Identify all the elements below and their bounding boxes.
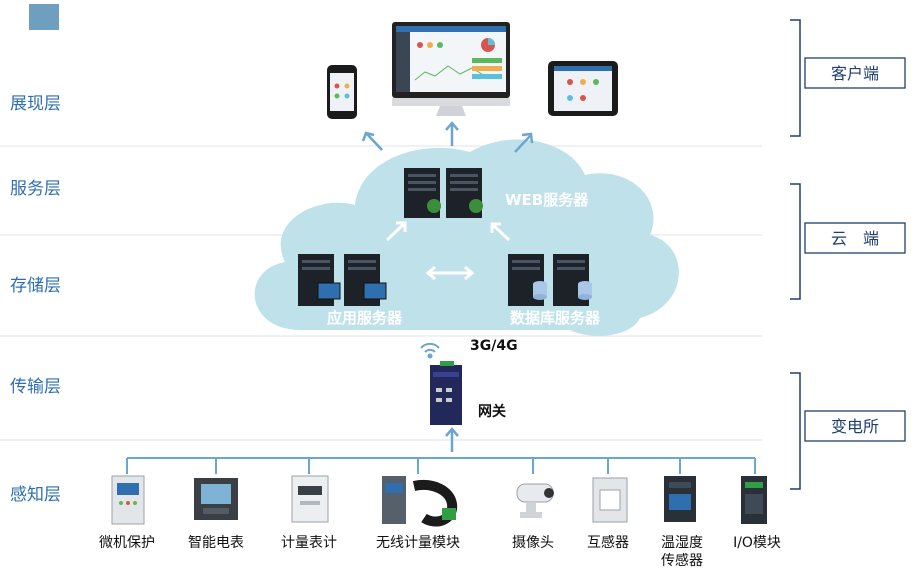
- monitor-device: [392, 22, 510, 116]
- side-label-substation: 变电所: [831, 417, 879, 436]
- current-transformer-icon: [592, 477, 628, 523]
- gateway-up-arrow: [445, 427, 459, 452]
- relay-protection-icon: [111, 475, 145, 525]
- camera-icon: [516, 483, 554, 518]
- device-label-metering-meter: 计量表计: [281, 535, 337, 551]
- database-server-label: 数据库服务器: [510, 309, 601, 327]
- layer-label-service: 服务层: [10, 179, 61, 199]
- layer-label-transport: 传输层: [10, 377, 61, 397]
- side-label-client: 客户端: [831, 64, 879, 83]
- io-module-icon: [741, 476, 767, 524]
- cloud-arrows: [385, 221, 511, 281]
- tablet-device: [548, 61, 618, 116]
- web-server-icon: [404, 168, 483, 218]
- database-server-icon: [508, 254, 592, 306]
- client-arrows: [361, 121, 534, 153]
- side-label-client-box: 客户端: [804, 57, 906, 89]
- device-label-temp-humidity-1: 温湿度: [661, 535, 703, 551]
- device-label-relay-protection: 微机保护: [99, 535, 155, 551]
- layer-label-perception: 感知层: [10, 485, 61, 505]
- gateway-label: 网关: [478, 403, 506, 420]
- device-label-transformer: 互感器: [587, 534, 629, 551]
- device-bus: [126, 457, 756, 474]
- web-server-label: WEB服务器: [505, 191, 589, 209]
- side-brackets: [790, 19, 801, 490]
- app-server-icon: [298, 254, 387, 306]
- layer-label-presentation: 展现层: [10, 94, 61, 114]
- temp-humidity-sensor-icon: [664, 476, 696, 522]
- metering-meter-icon: [291, 475, 329, 523]
- app-server-label: 应用服务器: [327, 309, 403, 327]
- layer-label-storage: 存储层: [10, 276, 61, 296]
- wireless-metering-module-icon: [382, 476, 458, 527]
- phone-device: [327, 65, 357, 119]
- smart-meter-icon: [194, 478, 238, 520]
- network-signal-label: 3G/4G: [470, 338, 518, 354]
- side-label-substation-box: 变电所: [804, 410, 906, 442]
- side-label-cloud: 云 端: [831, 229, 879, 248]
- corner-square: [29, 4, 59, 30]
- gateway-icon: [430, 361, 462, 425]
- device-label-camera: 摄像头: [512, 535, 554, 551]
- device-label-io-module: I/O模块: [733, 535, 781, 551]
- device-label-temp-humidity-2: 传感器: [661, 552, 703, 569]
- device-label-wireless-module: 无线计量模块: [376, 535, 460, 551]
- device-label-smart-meter: 智能电表: [188, 535, 244, 551]
- side-label-cloud-box: 云 端: [804, 222, 906, 254]
- wifi-icon: [420, 342, 440, 359]
